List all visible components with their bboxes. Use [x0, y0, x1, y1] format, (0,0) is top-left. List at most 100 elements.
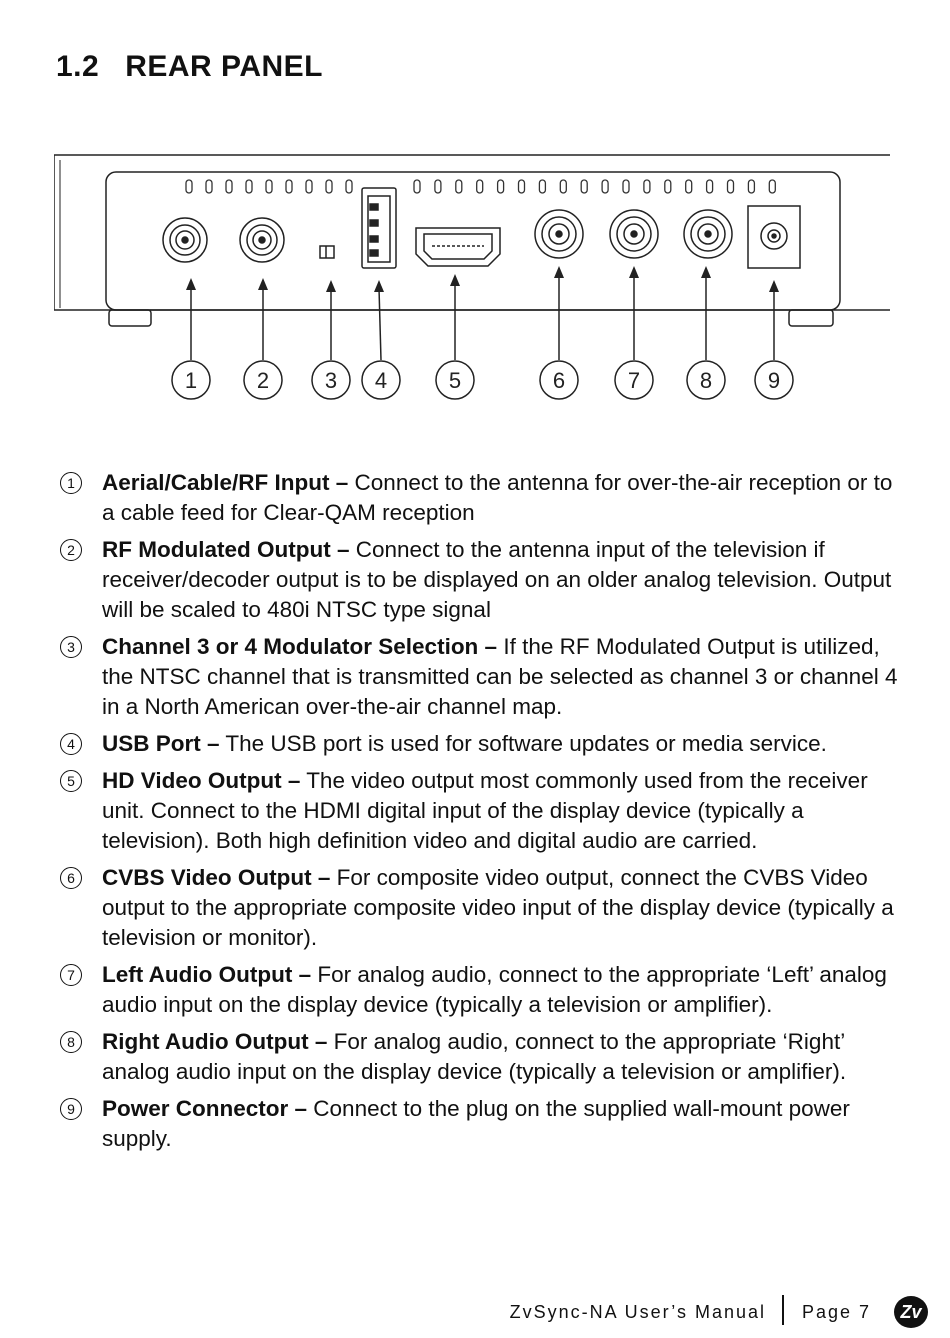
list-item: 7 Left Audio Output – For analog audio, c…: [60, 960, 900, 1020]
callout-number: 2: [257, 368, 269, 393]
item-text: For analog audio, connect to the appropr…: [102, 962, 887, 1017]
item-text: For analog audio, connect to the appropr…: [102, 1029, 847, 1084]
list-item: 3 Channel 3 or 4 Modulator Selection – If…: [60, 632, 900, 722]
vent-slot: [517, 179, 526, 194]
item-number: 6: [60, 867, 82, 889]
item-term: CVBS Video Output –: [102, 865, 331, 890]
item-body: HD Video Output – The video output most …: [102, 766, 900, 856]
footer-divider: [782, 1295, 784, 1325]
item-number-badge: 7: [60, 960, 88, 1020]
vent-slot: [305, 179, 313, 194]
item-number: 1: [60, 472, 82, 494]
item-body: Left Audio Output – For analog audio, co…: [102, 960, 900, 1020]
callout-circle: [311, 360, 351, 400]
callout-circle: [539, 360, 579, 400]
vent-slot: [476, 179, 484, 194]
item-term: Left Audio Output –: [102, 962, 312, 987]
vent-slot: [185, 179, 193, 194]
callout-circle: [686, 360, 726, 400]
list-item: 4 USB Port – The USB port is used for sof…: [60, 729, 900, 759]
callout-number: 6: [553, 368, 565, 393]
vent-slot: [455, 179, 463, 194]
vent-slot: [496, 179, 505, 194]
arrow-up-icon: [258, 278, 268, 290]
vent-slot: [345, 179, 353, 194]
item-number-badge: 1: [60, 468, 88, 528]
callout-line: [378, 287, 382, 361]
item-body: Channel 3 or 4 Modulator Selection – If …: [102, 632, 900, 722]
list-item: 5 HD Video Output – The video output most…: [60, 766, 900, 856]
item-number: 8: [60, 1031, 82, 1053]
item-number-badge: 3: [60, 632, 88, 722]
vent-slot: [538, 179, 547, 194]
item-number-badge: 4: [60, 729, 88, 759]
vent-slot: [726, 179, 735, 194]
item-number-badge: 8: [60, 1027, 88, 1087]
arrow-up-icon: [186, 278, 196, 290]
vent-slot: [205, 179, 213, 194]
vent-slot: [601, 179, 609, 194]
arrow-up-icon: [374, 280, 384, 292]
callout-number: 1: [185, 368, 197, 393]
callout-number: 5: [449, 368, 461, 393]
item-number: 9: [60, 1098, 82, 1120]
item-term: RF Modulated Output –: [102, 537, 350, 562]
list-item: 8 Right Audio Output – For analog audio, …: [60, 1027, 900, 1087]
vent-slot: [245, 179, 253, 194]
item-number-badge: 9: [60, 1094, 88, 1154]
vent-slot: [685, 179, 693, 194]
vent-slot: [265, 179, 273, 194]
zv-logo: Zv: [894, 1296, 928, 1328]
item-term: USB Port –: [102, 731, 220, 756]
vent-slot: [705, 179, 714, 194]
item-number: 3: [60, 636, 82, 658]
item-body: CVBS Video Output – For composite video …: [102, 863, 900, 953]
arrow-up-icon: [629, 266, 639, 278]
vent-slot: [643, 179, 651, 194]
list-item: 9 Power Connector – Connect to the plug o…: [60, 1094, 900, 1154]
callout-circle: [614, 360, 654, 400]
section-title: REAR PANEL: [125, 50, 324, 83]
vent-slot: [285, 179, 293, 194]
vent-slot: [622, 179, 630, 194]
item-number: 7: [60, 964, 82, 986]
item-number: 5: [60, 770, 82, 792]
vent-slot: [747, 179, 756, 194]
item-body: Right Audio Output – For analog audio, c…: [102, 1027, 900, 1087]
list-item: 1 Aerial/Cable/RF Input – Connect to the …: [60, 468, 900, 528]
callout-circle: [435, 360, 475, 400]
item-body: Aerial/Cable/RF Input – Connect to the a…: [102, 468, 900, 528]
list-item: 6 CVBS Video Output – For composite video…: [60, 863, 900, 953]
item-number: 2: [60, 539, 82, 561]
item-body: Power Connector – Connect to the plug on…: [102, 1094, 900, 1154]
callout-number: 9: [768, 368, 780, 393]
arrow-up-icon: [701, 266, 711, 278]
item-text: If the RF Modulated Output is utilized, …: [102, 634, 898, 719]
item-term: Aerial/Cable/RF Input –: [102, 470, 349, 495]
item-text: Connect to the plug on the supplied wall…: [102, 1096, 850, 1151]
item-text: The USB port is used for software update…: [219, 731, 827, 756]
callout-number: 7: [628, 368, 640, 393]
arrow-up-icon: [450, 274, 460, 286]
callout-circle: [361, 360, 401, 400]
page-number: Page 7: [802, 1302, 872, 1322]
section-number: 1.2: [56, 50, 100, 83]
connector-list: 1 Aerial/Cable/RF Input – Connect to the …: [60, 468, 900, 1161]
page-title: 1.2 REAR PANEL: [56, 50, 323, 84]
item-text: The video output most commonly used from…: [102, 768, 868, 853]
callout-number: 3: [325, 368, 337, 393]
arrow-up-icon: [554, 266, 564, 278]
item-term: Right Audio Output –: [102, 1029, 328, 1054]
item-text: For composite video output, connect the …: [102, 865, 894, 950]
list-item: 2 RF Modulated Output – Connect to the an…: [60, 535, 900, 625]
vent-slot: [768, 179, 776, 194]
vent-slot: [325, 179, 333, 194]
vent-slot: [225, 179, 233, 194]
item-text: Connect to the antenna input of the tele…: [102, 537, 892, 622]
callout-number: 8: [700, 368, 712, 393]
arrow-up-icon: [769, 280, 779, 292]
callout-circle: [171, 360, 211, 400]
item-term: HD Video Output –: [102, 768, 301, 793]
item-term: Power Connector –: [102, 1096, 308, 1121]
